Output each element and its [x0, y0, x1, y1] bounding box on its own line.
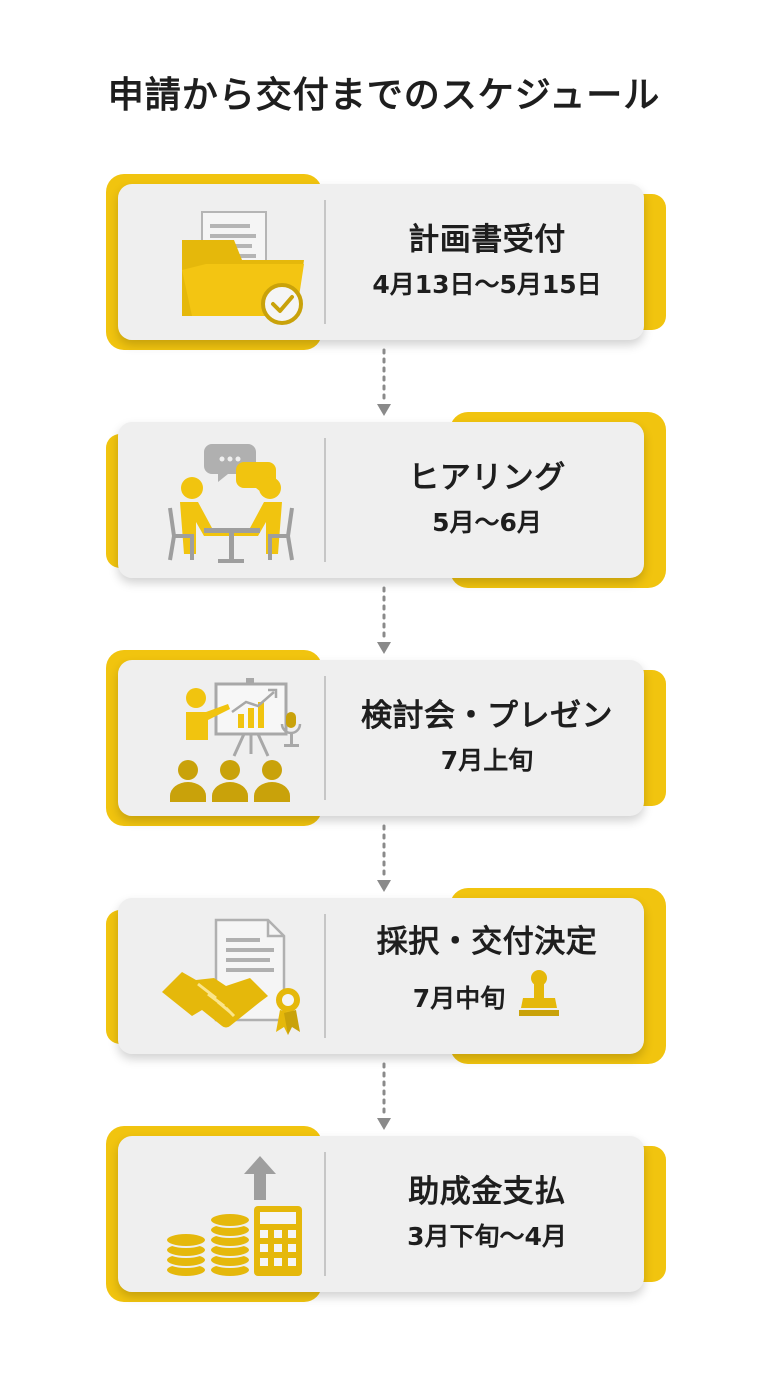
step-date-text: 4月13日～5月15日: [372, 269, 602, 299]
step-card: 検討会・プレゼン 7月上旬: [118, 660, 644, 816]
step-title: ヒアリング: [408, 459, 566, 496]
presentation-icon: [146, 670, 316, 806]
step-text: 検討会・プレゼン 7月上旬: [330, 660, 644, 816]
handshake-certificate-icon: [146, 908, 316, 1044]
step-title: 助成金支払: [408, 1173, 566, 1210]
step-card: 助成金支払 3月下旬～4月: [118, 1136, 644, 1292]
divider: [324, 200, 326, 324]
step-text: ヒアリング 5月～6月: [330, 422, 644, 578]
step-date-text: 3月下旬～4月: [407, 1221, 567, 1251]
step-review-presentation: 検討会・プレゼン 7月上旬: [106, 650, 666, 826]
flow-arrow: [376, 1062, 392, 1138]
coins-calculator-icon: [146, 1146, 316, 1282]
meeting-icon: [146, 432, 316, 568]
step-grant-payment: 助成金支払 3月下旬～4月: [106, 1126, 666, 1302]
step-hearing: ヒアリング 5月～6月: [106, 412, 666, 588]
step-card: ヒアリング 5月～6月: [118, 422, 644, 578]
divider: [324, 1152, 326, 1276]
flow-arrow: [376, 348, 392, 424]
divider: [324, 676, 326, 800]
folder-check-icon: [146, 194, 316, 330]
step-adoption-decision: 採択・交付決定 7月中旬: [106, 888, 666, 1064]
step-date: 5月～6月: [432, 504, 542, 542]
step-date-text: 7月上旬: [440, 745, 534, 775]
step-title: 計画書受付: [408, 221, 566, 258]
step-date-text: 7月中旬: [412, 983, 506, 1013]
step-plan-reception: 計画書受付 4月13日～5月15日: [106, 174, 666, 350]
step-card: 計画書受付 4月13日～5月15日: [118, 184, 644, 340]
step-card: 採択・交付決定 7月中旬: [118, 898, 644, 1054]
step-date: 7月上旬: [441, 742, 533, 780]
step-text: 助成金支払 3月下旬～4月: [330, 1136, 644, 1292]
step-date-text: 5月～6月: [432, 507, 542, 537]
step-date: 7月中旬: [413, 968, 561, 1029]
page-title: 申請から交付までのスケジュール: [107, 75, 661, 116]
step-title: 採択・交付決定: [376, 924, 598, 961]
step-text: 採択・交付決定 7月中旬: [330, 898, 644, 1054]
stamp-icon: [517, 968, 561, 1029]
step-title: 検討会・プレゼン: [361, 697, 613, 734]
divider: [324, 438, 326, 562]
step-date: 3月下旬～4月: [407, 1218, 567, 1256]
step-text: 計画書受付 4月13日～5月15日: [330, 184, 644, 340]
divider: [324, 914, 326, 1038]
step-date: 4月13日～5月15日: [372, 266, 601, 304]
flow-arrow: [376, 824, 392, 900]
flow-arrow: [376, 586, 392, 662]
